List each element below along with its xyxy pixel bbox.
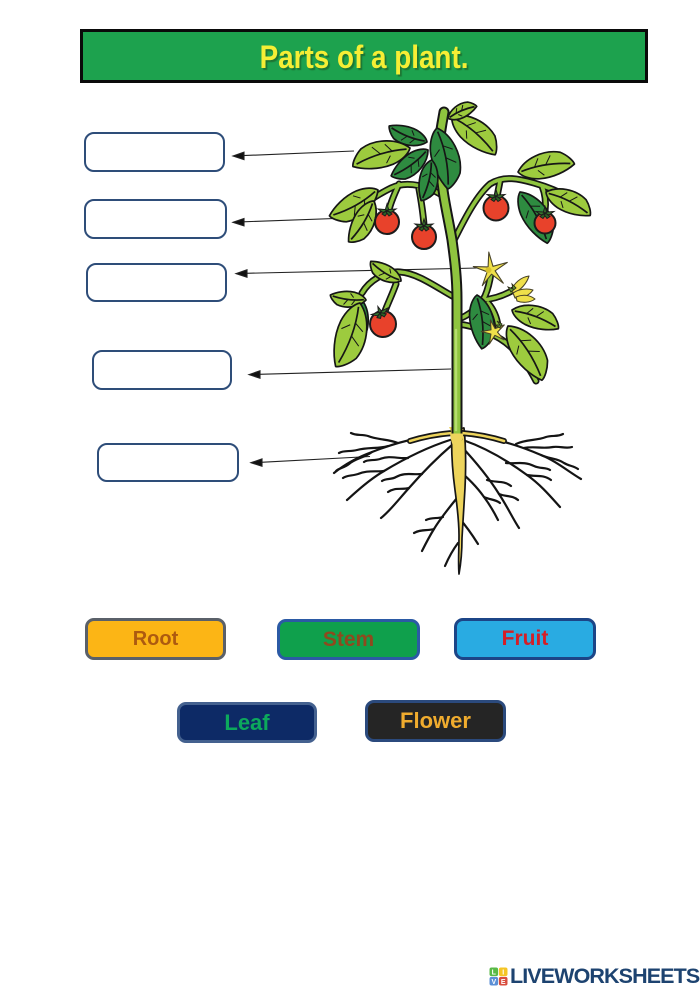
svg-text:I: I (502, 970, 504, 977)
svg-text:L: L (492, 970, 497, 977)
svg-text:E: E (501, 979, 506, 986)
svg-text:V: V (491, 979, 496, 986)
